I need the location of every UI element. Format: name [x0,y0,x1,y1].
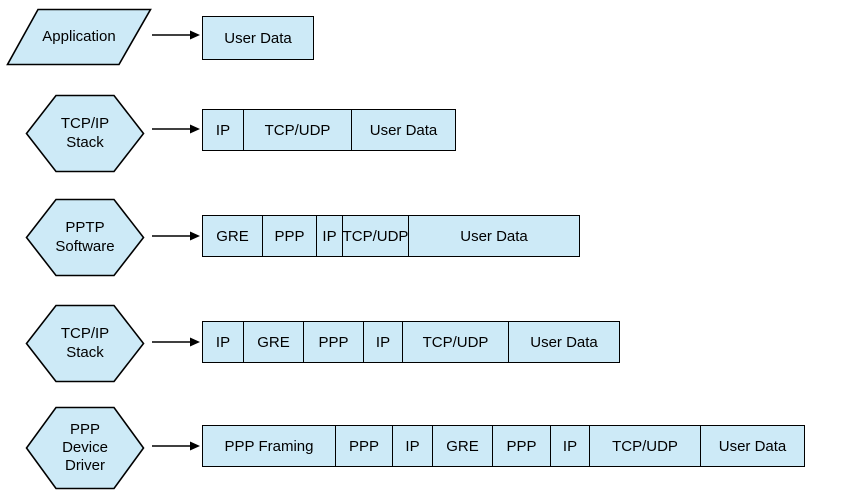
shape-pptp-software: PPTP Software [25,198,145,277]
hexagon-shape [25,94,145,173]
packet-cell: TCP/UDP [403,322,509,362]
right-arrow-icon [152,337,200,347]
shape-tcpip-stack-2: TCP/IP Stack [25,304,145,383]
packet-cell: TCP/UDP [244,110,352,150]
arrow-ppp-device-driver [150,439,200,453]
hexagon-shape [25,406,145,490]
packet-cell: TCP/UDP [590,426,701,466]
shape-tcpip-stack-2-label: TCP/IP Stack [60,325,110,361]
packet-cell: User Data [509,322,619,362]
packet-cell: IP [317,216,343,256]
packet-cell: TCP/UDP [343,216,409,256]
arrow-application [150,28,200,42]
shape-ppp-device-driver: PPP Device Driver [25,406,145,490]
packet-cell: GRE [244,322,304,362]
packet-cell: PPP [263,216,317,256]
packet-cell: PPP [304,322,364,362]
arrow-tcpip-stack-2 [150,335,200,349]
packet-cell: User Data [352,110,455,150]
packet-strip-application: User Data [202,16,314,60]
right-arrow-icon [152,30,200,40]
packet-strip-ppp-device-driver: PPP Framing PPP IP GRE PPP IP TCP/UDP Us… [202,425,805,467]
shape-tcpip-stack-1-label: TCP/IP Stack [60,115,110,151]
right-arrow-icon [152,124,200,134]
shape-tcpip-stack-1: TCP/IP Stack [25,94,145,173]
packet-cell: User Data [409,216,579,256]
packet-cell: GRE [433,426,493,466]
right-arrow-icon [152,231,200,241]
packet-strip-tcpip-stack-2: IP GRE PPP IP TCP/UDP User Data [202,321,620,363]
packet-cell: IP [203,322,244,362]
packet-cell: IP [393,426,433,466]
hexagon-shape [25,304,145,383]
packet-cell: IP [203,110,244,150]
packet-cell: IP [364,322,403,362]
shape-application-label: Application [42,27,116,45]
packet-cell: User Data [701,426,804,466]
shape-ppp-device-driver-label: PPP Device Driver [62,420,108,475]
packet-cell: PPP Framing [203,426,336,466]
parallelogram-shape [6,8,152,66]
packet-cell: User Data [203,17,313,59]
packet-cell: PPP [493,426,551,466]
shape-pptp-software-label: PPTP Software [55,219,115,255]
packet-strip-tcpip-stack-1: IP TCP/UDP User Data [202,109,456,151]
right-arrow-icon [152,441,200,451]
packet-cell: GRE [203,216,263,256]
shape-application: Application [6,8,152,66]
packet-cell: IP [551,426,590,466]
packet-strip-pptp-software: GRE PPP IP TCP/UDP User Data [202,215,580,257]
arrow-tcpip-stack-1 [150,122,200,136]
arrow-pptp-software [150,229,200,243]
packet-cell: PPP [336,426,393,466]
hexagon-shape [25,198,145,277]
